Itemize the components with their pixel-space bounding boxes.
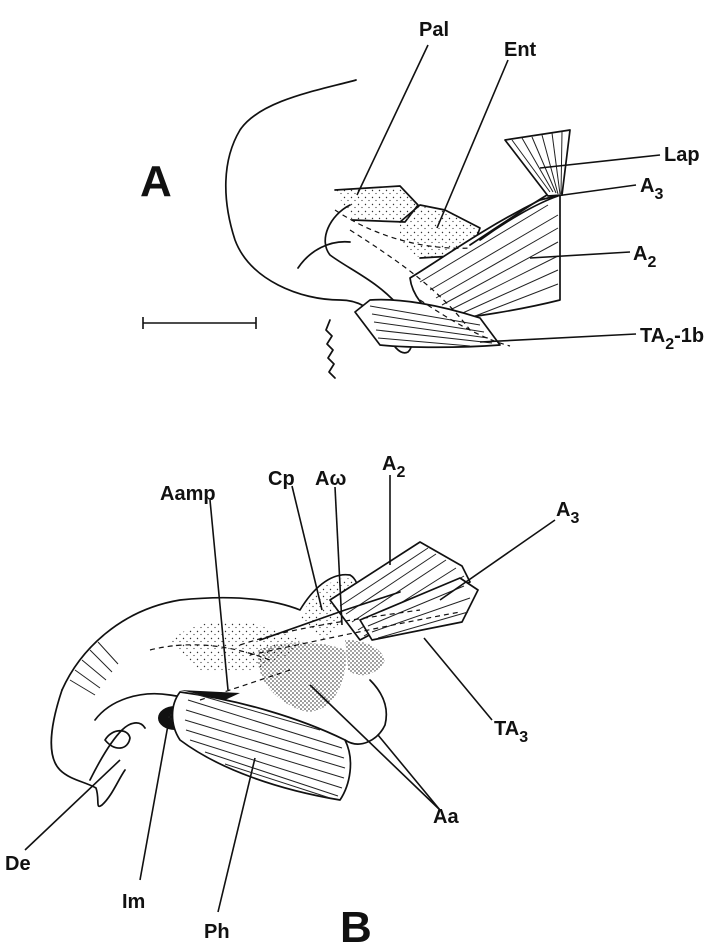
label-aa: Aa	[433, 806, 459, 828]
leader-ph	[218, 758, 255, 912]
panel-a: A Pal Ent Lap A3 A2 TA2-1b	[140, 19, 704, 378]
label-aw: Aω	[315, 468, 346, 490]
leader-a3-b	[440, 520, 555, 600]
aa-dense-region	[258, 643, 346, 712]
label-lap: Lap	[664, 144, 700, 166]
panel-b-label: B	[340, 903, 372, 946]
leader-im	[140, 725, 168, 880]
leader-ent	[437, 60, 508, 228]
panel-a-label: A	[140, 157, 172, 206]
jaw-lower-b	[345, 680, 386, 744]
label-cp: Cp	[268, 468, 295, 490]
label-a3-b: A3	[556, 499, 579, 527]
label-aamp: Aamp	[160, 483, 216, 505]
label-im: Im	[122, 891, 145, 913]
label-ent: Ent	[504, 39, 537, 61]
label-pal: Pal	[419, 19, 449, 41]
snout-edge-hatch	[70, 642, 118, 695]
label-de: De	[5, 853, 31, 875]
leader-aa-2	[378, 735, 440, 810]
aa-dense-region-2	[345, 640, 385, 675]
scale-bar	[143, 317, 256, 329]
label-a2-b: A2	[382, 453, 405, 481]
label-ta2-1b: TA2-1b	[640, 325, 704, 353]
leader-de	[25, 760, 120, 850]
label-ta3: TA3	[494, 718, 528, 746]
label-a3-a: A3	[640, 175, 663, 203]
muscle-lap	[505, 130, 570, 196]
label-ph: Ph	[204, 921, 230, 943]
muscle-ph	[173, 692, 351, 800]
panel-b: Aamp Cp Aω A2 A3 TA3 Aa De Im Ph B	[5, 453, 579, 946]
leader-cp	[292, 486, 322, 610]
snout-b	[51, 690, 125, 806]
leader-a3-a	[556, 185, 636, 196]
leader-ta3	[424, 638, 492, 720]
leader-ta-a	[480, 334, 636, 342]
label-a2-a: A2	[633, 243, 656, 271]
cut-edge-a	[326, 320, 335, 378]
leader-pal	[357, 45, 428, 195]
